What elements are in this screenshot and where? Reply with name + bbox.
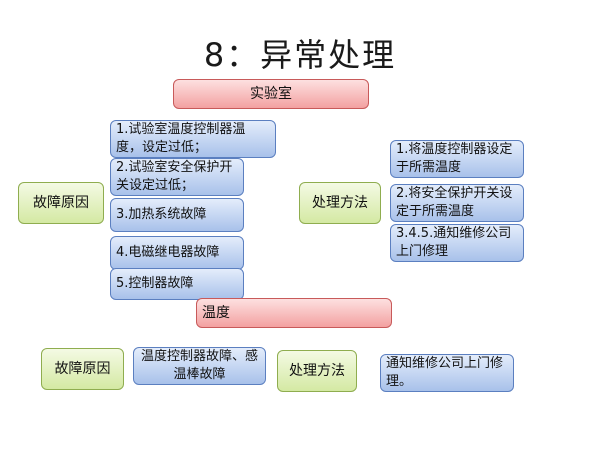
fault-item-3: 3.加热系统故障	[110, 198, 244, 232]
fault-item-5: 5.控制器故障	[110, 268, 244, 300]
handling-method-label-2: 处理方法	[277, 350, 357, 392]
fault-item-temperature: 温度控制器故障、感温棒故障	[133, 347, 266, 385]
fault-item-2: 2.试验室安全保护开关设定过低；	[110, 158, 244, 196]
method-item-temperature: 通知维修公司上门修理。	[380, 354, 514, 392]
fault-cause-label-2: 故障原因	[41, 348, 124, 390]
fault-item-1: 1.试验室温度控制器温度，设定过低；	[110, 120, 276, 158]
fault-item-4: 4.电磁继电器故障	[110, 236, 244, 270]
method-item-1: 1.将温度控制器设定于所需温度	[390, 140, 524, 178]
method-item-2: 2.将安全保护开关设定于所需温度	[390, 184, 524, 222]
section-header-lab: 实验室	[173, 79, 369, 109]
fault-cause-label-1: 故障原因	[18, 182, 104, 224]
method-item-3: 3.4.5.通知维修公司上门修理	[390, 224, 524, 262]
section-header-temperature: 温度	[196, 298, 392, 328]
handling-method-label-1: 处理方法	[299, 182, 381, 224]
page-title: 8：异常处理	[203, 36, 397, 74]
